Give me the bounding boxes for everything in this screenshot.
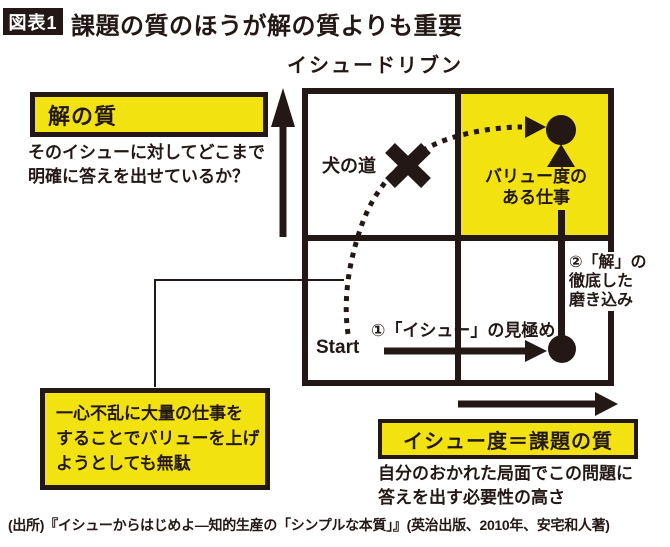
issue-degree-description: 自分のおかれた局面でこの問題に 答えを出す必要性の高さ [378, 462, 633, 510]
x-axis-right-arrow-icon [458, 392, 618, 416]
valuable-work-quadrant [461, 94, 608, 235]
solution-quality-axis-label: 解の質 [48, 103, 118, 129]
step1-issue-discernment-label: ①「イシュー」の見極め [371, 321, 556, 340]
wasted-effort-line2: することでバリューを上げ [56, 429, 260, 448]
dog-path-label: 犬の道 [322, 156, 376, 176]
solution-quality-desc-line2: 明確に答えを出せているか？ [28, 167, 249, 186]
issue-degree-desc-line1: 自分のおかれた局面でこの問題に [378, 464, 633, 483]
valuable-work-label: バリュー度の ある仕事 [477, 166, 595, 208]
figure-title: 課題の質のほうが解の質よりも重要 [71, 13, 463, 40]
valuable-work-label-line1: バリュー度の [485, 167, 587, 186]
wasted-effort-line1: 一心不乱に大量の仕事を [56, 404, 243, 423]
step2-label-line2: 徹底した [569, 273, 634, 290]
valuable-work-label-line2: ある仕事 [502, 188, 570, 207]
issue-driven-label: イシュードリブン [287, 55, 463, 77]
solution-quality-desc-line1: そのイシューに対してどこまで [28, 143, 265, 162]
wasted-effort-line3: ようとしても無駄 [56, 454, 191, 473]
step2-label-line3: 磨き込み [569, 292, 634, 309]
step2-label-line1: ②「解」の [569, 254, 647, 271]
source-citation: (出所)『イシューからはじめよ―知的生産の「シンプルな本質」』(英治出版、201… [8, 517, 610, 533]
start-label: Start [316, 337, 360, 358]
up-arrow-icon [271, 88, 295, 237]
solution-quality-description: そのイシューに対してどこまで 明確に答えを出せているか？ [28, 141, 265, 189]
solution-quality-axis-box: 解の質 [30, 92, 268, 137]
matrix-horizontal-divider [308, 235, 608, 241]
issue-degree-axis-label: イシュー度＝課題の質 [403, 430, 613, 453]
wasted-effort-note: 一心不乱に大量の仕事を することでバリューを上げ ようとしても無駄 [40, 388, 270, 490]
issue-degree-axis-box: イシュー度＝課題の質 [378, 419, 638, 459]
figure-number-badge: 図表1 [3, 8, 63, 35]
issue-degree-desc-line2: 答えを出す必要性の高さ [378, 488, 565, 507]
step2-solution-polish-label: ②「解」の 徹底した 磨き込み [567, 252, 649, 311]
